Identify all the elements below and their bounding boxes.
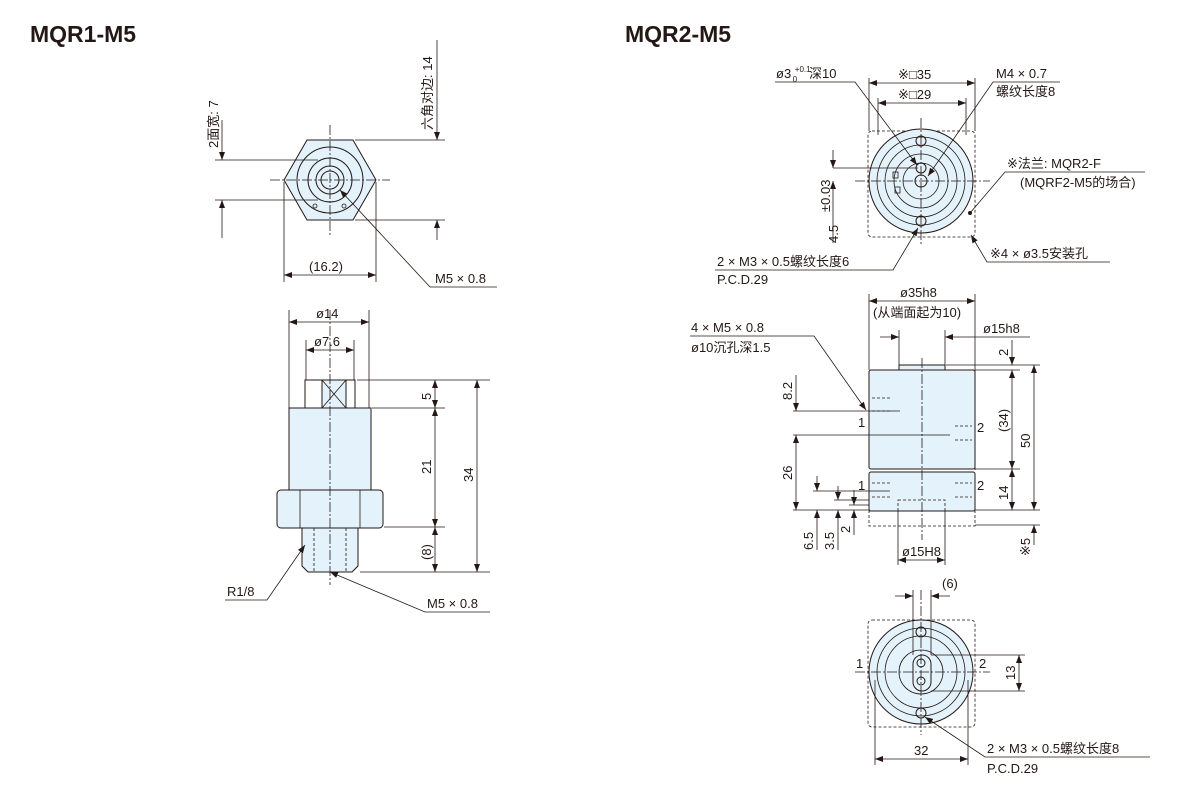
- thread-m4-length-label: 螺纹长度8: [996, 84, 1055, 99]
- port-1-upper: 1: [858, 415, 865, 430]
- square-29-label: ※□29: [898, 87, 931, 102]
- thread-m4-label: M4 × 0.7: [996, 66, 1047, 81]
- pcd-label: P.C.D.29: [717, 272, 768, 287]
- dim-14-label: 14: [996, 486, 1011, 500]
- square-35-label: ※□35: [898, 67, 931, 82]
- hex-across-flats-label: 六角对边: 14: [420, 56, 435, 130]
- offset-tolerance-label: ±0.03: [818, 180, 833, 212]
- thread-callout-side: M5 × 0.8: [427, 596, 478, 611]
- dim-6-5-label: 6.5: [801, 532, 816, 550]
- model-title-mqr2: MQR2-M5: [625, 21, 731, 47]
- flange-label: ※法兰: MQR2-F: [1007, 156, 1101, 171]
- dia-7-6-label: ø7.6: [314, 334, 340, 349]
- dim-50-label: 50: [1018, 434, 1033, 448]
- mqr1-top-view: 2面宽: 7 六角对边: 14 (16.2) M5 × 0.8: [206, 40, 497, 288]
- bottom-port-2: 2: [979, 656, 986, 671]
- dim-26-label: 26: [780, 466, 795, 480]
- dim-2-top-label: 2: [996, 349, 1011, 356]
- mqr2-side-view: 1 2 1 2 ø35h8 (从端面起为10) ø15h8 4 × M5 × 0…: [690, 285, 1040, 565]
- dia-35h8-note: (从端面起为10): [873, 305, 961, 320]
- dim-5-note-label: ※5: [1018, 538, 1033, 556]
- dim-21-label: 21: [419, 460, 434, 474]
- port-2-lower: 2: [977, 478, 984, 493]
- dim-3-5-label: 3.5: [822, 532, 837, 550]
- dia-14-label: ø14: [316, 306, 338, 321]
- mount-holes-label: ※4 × ø3.5安装孔: [990, 246, 1088, 261]
- pipe-thread-label: R1/8: [227, 584, 254, 599]
- dim-34-label-r: (34): [996, 409, 1011, 432]
- dim-13-label: 13: [1003, 666, 1018, 680]
- dim-6-label: (6): [942, 576, 958, 591]
- port-thread-label: 4 × M5 × 0.8: [691, 320, 764, 335]
- bottom-thread-m3-label: 2 × M3 × 0.5螺纹长度8: [987, 741, 1119, 756]
- width-across-flats-label: 2面宽: 7: [206, 100, 221, 148]
- thread-m3-label: 2 × M3 × 0.5螺纹长度6: [717, 254, 849, 269]
- port-counterbore-label: ø10沉孔深1.5: [691, 340, 770, 355]
- offset-label: 4.5: [826, 225, 841, 243]
- dim-32-label: 32: [914, 743, 928, 758]
- dim-8-2-label: 8.2: [780, 382, 795, 400]
- dim-5-label: 5: [419, 393, 434, 400]
- dim-34-label: 34: [461, 468, 476, 482]
- dia-15H8-label: ø15H8: [902, 544, 941, 559]
- model-title-mqr1: MQR1-M5: [30, 21, 136, 47]
- thread-callout-top: M5 × 0.8: [435, 271, 486, 286]
- dia-15h8-label: ø15h8: [983, 321, 1020, 336]
- mqr2-bottom-view: (6) 1 2 13 32 2 × M3 × 0.5螺纹长度8 P.C.D.29: [855, 576, 1150, 776]
- flange-note-label: (MQRF2-M5的场合): [1020, 175, 1136, 190]
- dim-2-bottom-label: 2: [838, 526, 853, 533]
- dim-8-label: (8): [419, 544, 434, 560]
- port-2-upper: 2: [977, 420, 984, 435]
- port-1-lower: 1: [858, 478, 865, 493]
- dia-35h8-label: ø35h8: [900, 285, 937, 300]
- bottom-pcd-label: P.C.D.29: [987, 761, 1038, 776]
- mqr1-side-view: ø14 ø7.6 5 21 34 (8) R1/8 M5 × 0.8: [225, 306, 490, 613]
- bottom-port-1: 1: [856, 656, 863, 671]
- overall-width-label: (16.2): [309, 259, 343, 274]
